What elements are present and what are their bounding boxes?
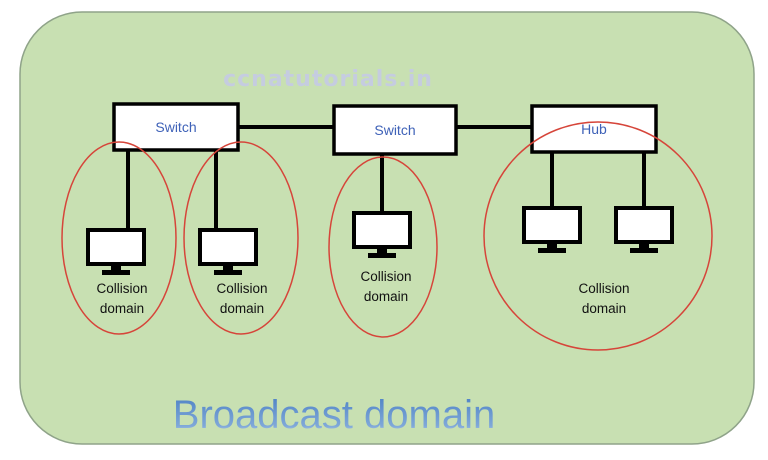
svg-text:domain: domain: [220, 301, 264, 316]
broadcast-domain-label: Broadcast domain: [173, 393, 495, 437]
collision-domain-outline: [61, 141, 177, 335]
hub-label: Hub: [581, 121, 607, 137]
svg-text:domain: domain: [582, 301, 626, 316]
collision-domain-label: Collision domain: [96, 281, 147, 316]
watermark-text: ccnatutorials.in: [223, 67, 433, 92]
switch-left-label: Switch: [155, 119, 196, 135]
switch-left: Switch: [112, 102, 240, 152]
svg-text:domain: domain: [364, 289, 408, 304]
svg-text:Collision: Collision: [216, 281, 267, 296]
svg-text:Collision: Collision: [578, 281, 629, 296]
svg-text:Collision: Collision: [96, 281, 147, 296]
collision-domain-label: Collision domain: [360, 269, 411, 304]
collision-domain-outline: [483, 121, 713, 351]
switch-middle: Switch: [332, 104, 458, 156]
svg-text:domain: domain: [100, 301, 144, 316]
svg-text:Collision: Collision: [360, 269, 411, 284]
collision-domain-outline: [328, 156, 438, 338]
collision-domain-label: Collision domain: [578, 281, 629, 316]
collision-domain-outline: [183, 141, 299, 335]
switch-middle-label: Switch: [374, 122, 415, 138]
collision-domain-label: Collision domain: [216, 281, 267, 316]
